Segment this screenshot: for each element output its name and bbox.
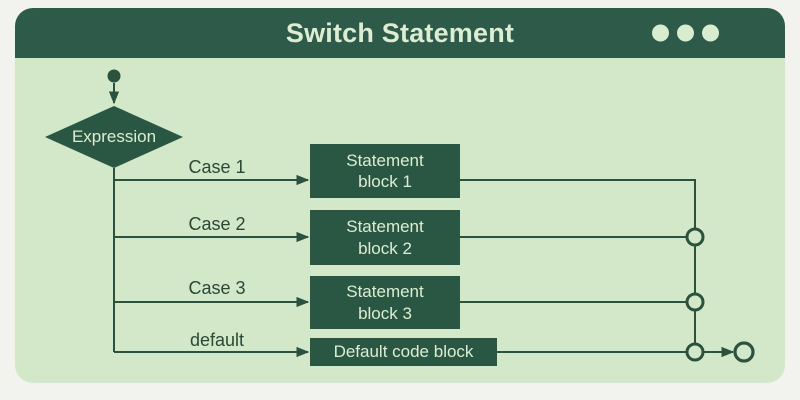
dot-icon[interactable] [702, 24, 719, 42]
statement-block-1: Statement block 1 [310, 144, 460, 198]
branch-label-default: default [189, 329, 245, 350]
window-menu-dots-icon[interactable] [652, 24, 719, 42]
branch-label-case-2: Case 2 [188, 213, 246, 234]
default-code-block: Default code block [310, 338, 497, 366]
decision-label: Expression [71, 127, 157, 146]
branch-label-case-1: Case 1 [188, 156, 246, 177]
dot-icon[interactable] [652, 24, 669, 42]
window-titlebar: Switch Statement [15, 8, 785, 58]
branch-label-case-3: Case 3 [188, 277, 246, 298]
page-title: Switch Statement [285, 17, 515, 48]
statement-block-3: Statement block 3 [310, 276, 460, 329]
statement-block-2: Statement block 2 [310, 210, 460, 265]
dot-icon[interactable] [677, 24, 694, 42]
